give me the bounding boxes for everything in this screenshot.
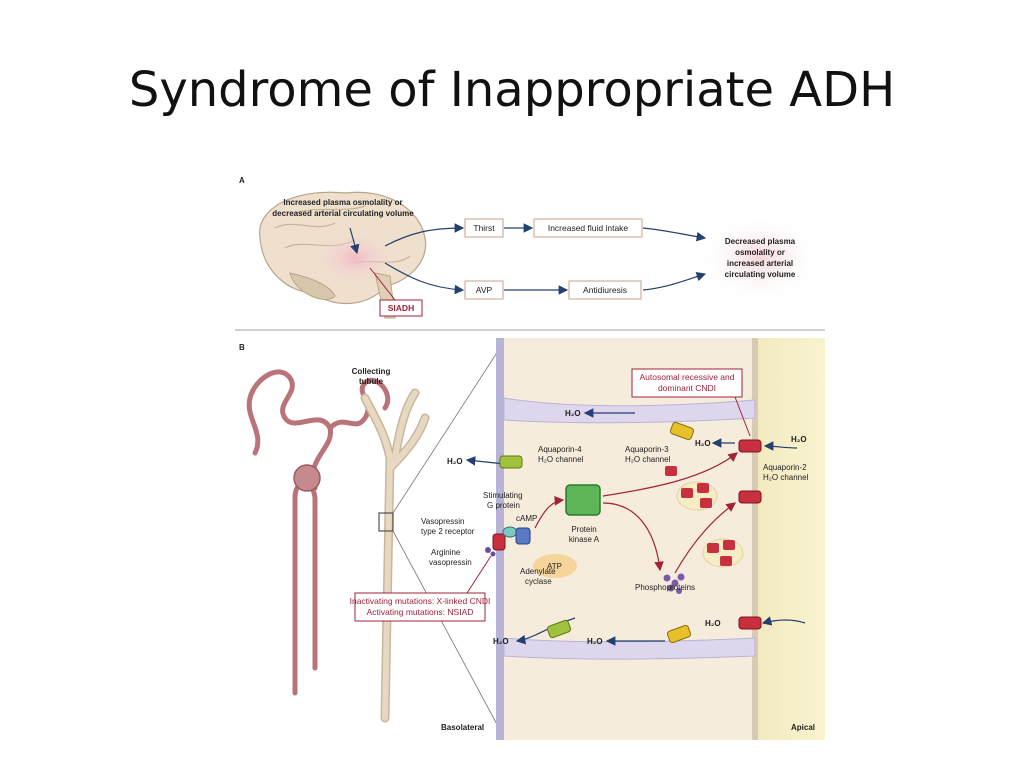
h2o-apical-top: H₂O [791, 435, 807, 444]
receptor-complex [485, 526, 531, 557]
basolateral-label: Basolateral [441, 723, 484, 732]
aquaporin2-line-2: H₂O channel [763, 473, 809, 482]
adh-figure: A Increased plasma osmolality or decreas… [235, 168, 825, 740]
panel-a-letter: A [239, 176, 245, 185]
thirst-label: Thirst [473, 223, 495, 233]
g-protein-line-1: Stimulating [483, 491, 523, 500]
collecting-tubule-line-2: tubule [359, 377, 384, 386]
zoom-marker [378, 512, 394, 532]
panel-b: B Collecting tubule [235, 338, 825, 740]
adenylate-line-2: cyclase [525, 577, 552, 586]
arginine-line-1: Arginine [431, 548, 461, 557]
antidiuresis-label: Antidiuresis [583, 285, 627, 295]
collecting-tubule-line-1: Collecting [352, 367, 391, 376]
glomerulus [293, 464, 321, 492]
brain-illustration [259, 191, 427, 319]
mutation-line-1: Inactivating mutations: X-linked CNDI [350, 596, 491, 606]
arginine-line-2: vasopressin [429, 558, 472, 567]
cndi-line-2: dominant CNDI [658, 383, 716, 393]
aquaporin2-line-1: Aquaporin-2 [763, 463, 807, 472]
aquaporin-3-channel [666, 421, 695, 644]
nephron-illustration [246, 369, 390, 696]
thirst-box [464, 218, 504, 238]
h2o-basolateral-top: H₂O [447, 457, 463, 466]
avp-label: AVP [476, 285, 493, 295]
panel-a: A Increased plasma osmolality or decreas… [235, 168, 825, 328]
aquaporin3-line-2: H₂O channel [625, 455, 671, 464]
lateral-spaces [503, 397, 756, 660]
avp-box [464, 280, 504, 300]
protein-kinase-a [565, 484, 601, 516]
outcome-line-3: increased arterial [727, 259, 793, 268]
h2o-lateral-top: H₂O [565, 409, 581, 418]
h2o-apical-bottom: H₂O [705, 619, 721, 628]
aquaporin4-line-2: H₂O channel [538, 455, 584, 464]
phosphoproteins-label: Phosphoproteins [635, 583, 695, 592]
v2-receptor-line-1: Vasopressin [421, 517, 464, 526]
phosphoprotein-cluster [663, 573, 685, 594]
outcome-line-4: circulating volume [725, 270, 796, 279]
pka-line-2: kinase A [569, 535, 600, 544]
atp-label: ATP [547, 562, 562, 571]
apical-lumen [755, 338, 825, 740]
panel-a-diagram: A Increased plasma osmolality or decreas… [239, 176, 822, 319]
collecting-tubule-shape [360, 388, 430, 723]
aquaporin4-line-1: Aquaporin-4 [538, 445, 582, 454]
stimulus-line-2: decreased arterial circulating volume [272, 209, 414, 218]
pka-line-1: Protein [571, 525, 596, 534]
outcome-glow [698, 213, 822, 303]
antidiuresis-box [568, 280, 642, 300]
cndi-line-1: Autosomal recessive and [640, 372, 735, 382]
stimulus-line-1: Increased plasma osmolality or [283, 198, 402, 207]
atp-glow [533, 554, 577, 578]
siadh-label: SIADH [388, 303, 414, 313]
h2o-lateral-bottom: H₂O [587, 637, 603, 646]
mutation-box [354, 592, 486, 622]
slide-title: Syndrome of Inappropriate ADH [128, 62, 896, 118]
adenylate-line-1: Adenylate [520, 567, 556, 576]
outcome-line-2: osmolality or [735, 248, 785, 257]
h2o-basolateral-bottom: H₂O [493, 637, 509, 646]
aquaporin-2-channel [738, 439, 762, 630]
v2-receptor-line-2: type 2 receptor [421, 527, 475, 536]
g-protein-line-2: G protein [487, 501, 520, 510]
siadh-box [379, 299, 423, 317]
panel-divider [235, 329, 825, 331]
cndi-box [631, 368, 743, 398]
aquaporin3-line-1: Aquaporin-3 [625, 445, 669, 454]
fluid-intake-label: Increased fluid intake [548, 223, 629, 233]
apical-label: Apical [791, 723, 815, 732]
panel-b-diagram: B Collecting tubule [239, 338, 825, 740]
outcome-line-1: Decreased plasma [725, 237, 796, 246]
mutation-line-2: Activating mutations: NSIAD [367, 607, 474, 617]
fluid-intake-box [533, 218, 643, 238]
aquaporin-vesicles [665, 466, 744, 568]
h2o-cell-top: H₂O [695, 439, 711, 448]
panel-b-letter: B [239, 343, 245, 352]
camp-label: cAMP [516, 514, 537, 523]
aquaporin-4-channel [499, 455, 572, 639]
